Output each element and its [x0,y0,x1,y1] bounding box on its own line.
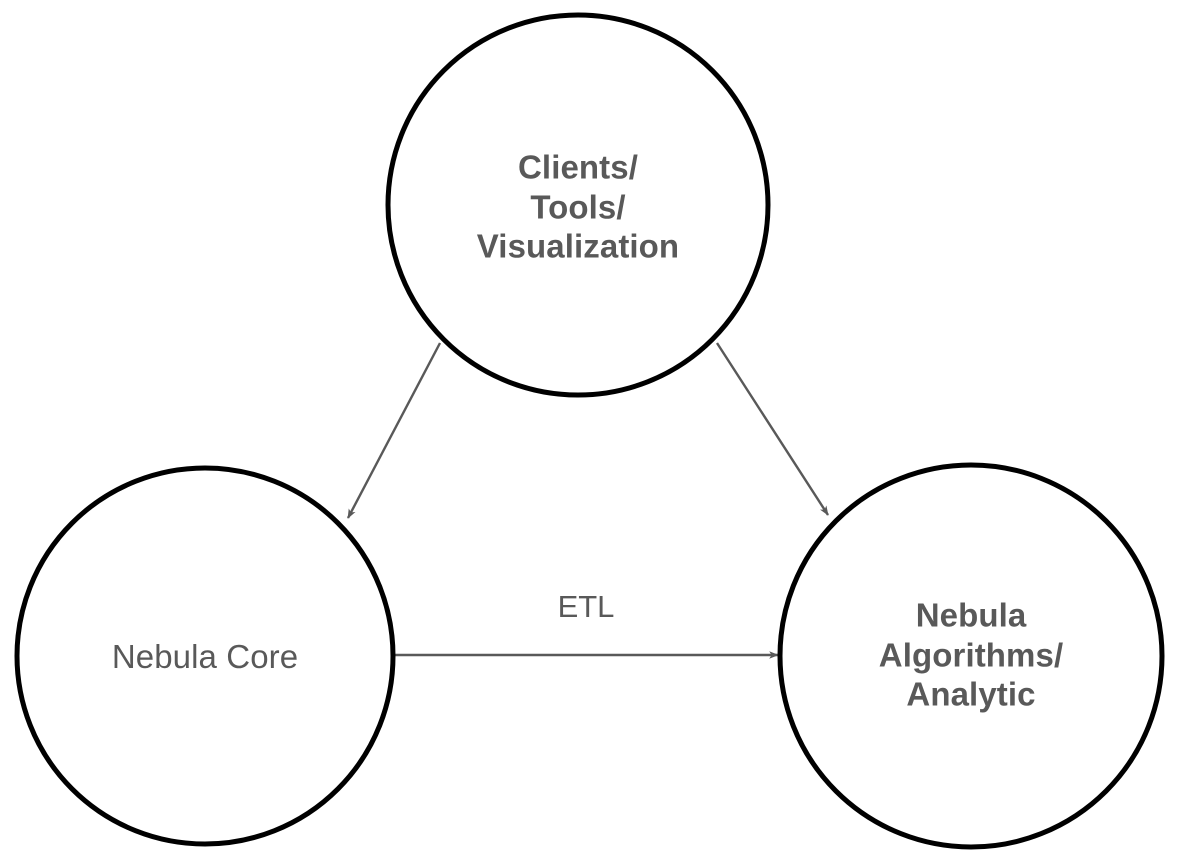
node-nebula-core[interactable] [14,465,396,847]
node-clients-tools-visualization[interactable] [385,12,771,398]
edge-clients-to-core[interactable] [346,342,442,519]
edge-group [346,342,830,659]
node-group [14,12,1165,850]
edge-clients-to-algorithms[interactable] [715,342,830,516]
node-nebula-algorithms-analytic[interactable] [777,462,1165,850]
